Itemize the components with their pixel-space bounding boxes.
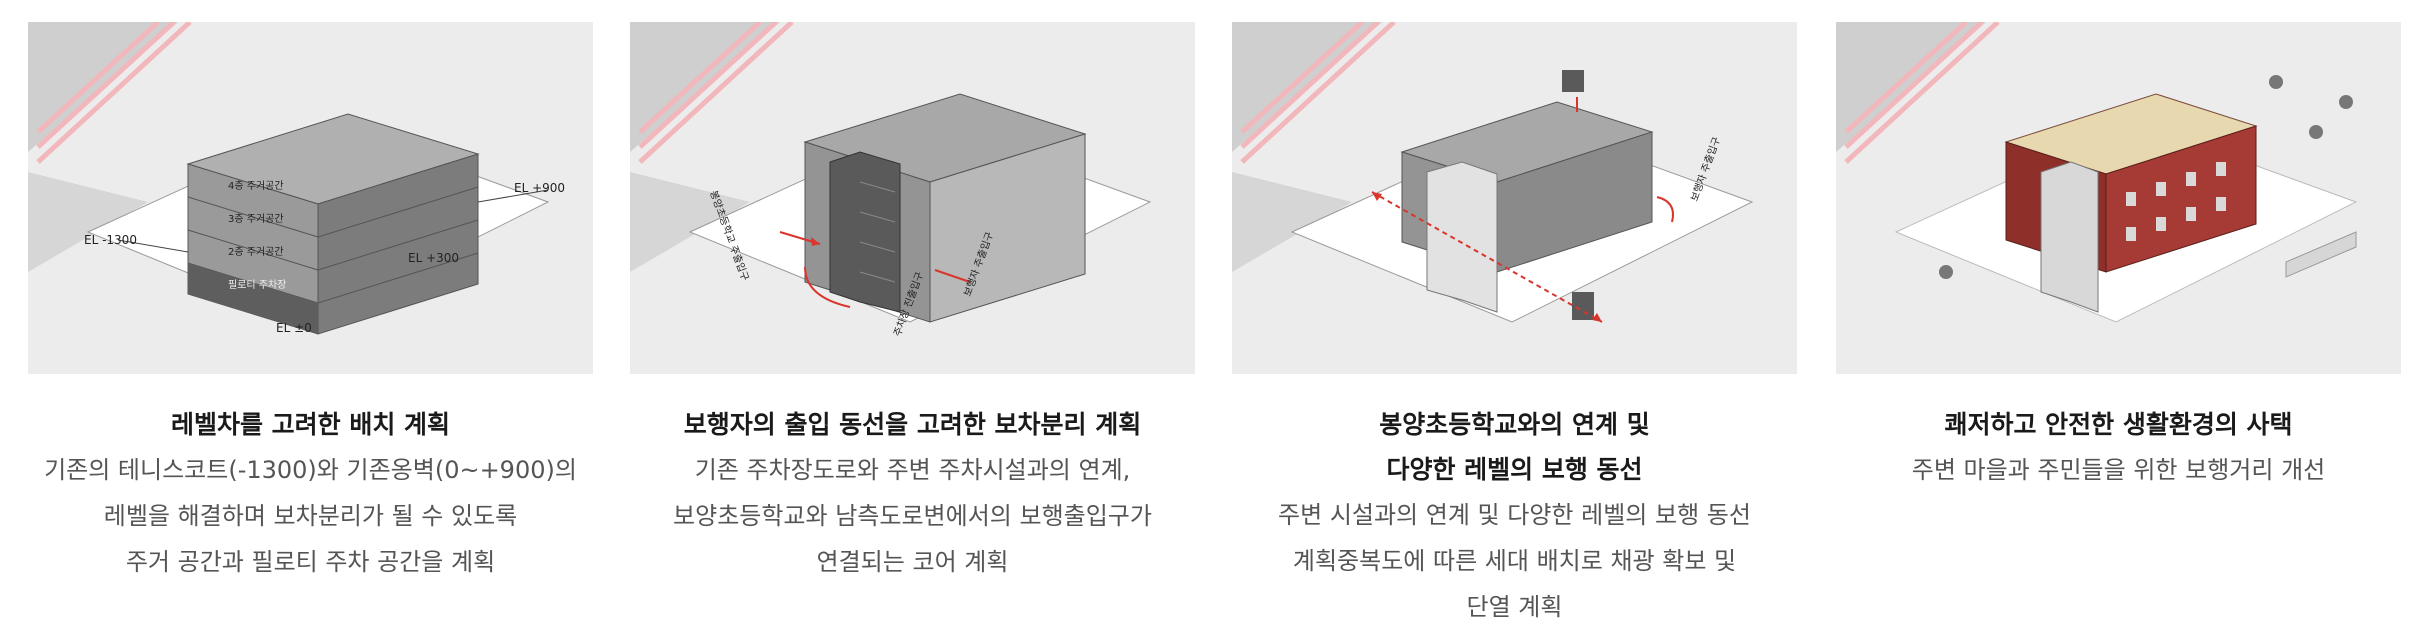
panel-school-connection: 보행자 주출입구 봉양초등학교와의 연계 및 다양한 레벨의 보행 동선 주변 … [1232, 22, 1797, 630]
panel-living-environment: 쾌저하고 안전한 생활환경의 사택 주변 마을과 주민들을 위한 보행거리 개선 [1836, 22, 2401, 493]
panel-description-line: 기존 주차장도로와 주변 주차시설과의 연계, [694, 456, 1131, 484]
panel-caption: 봉양초등학교와의 연계 및 다양한 레벨의 보행 동선 주변 시설과의 연계 및… [1232, 402, 1797, 630]
panel-level-planning: 4층 주거공간 3층 주거공간 2층 주거공간 필로티 주차장 EL -1300… [28, 22, 593, 585]
el-right-label: EL +900 [514, 181, 565, 195]
connection-flow-illustration: 보행자 주출입구 [1232, 22, 1797, 374]
panel-title: 봉양초등학교와의 연계 및 [1379, 410, 1650, 439]
panel-description-line: 단열 계획 [1466, 593, 1563, 621]
pedestrian-flow-illustration: 봉양초등학교 주출입구 주차장 진출입구 보행자 주출입구 [630, 22, 1195, 374]
panel-caption: 보행자의 출입 동선을 고려한 보차분리 계획 기존 주차장도로와 주변 주차시… [630, 402, 1195, 585]
el-left-label: EL -1300 [84, 233, 137, 247]
panel-pedestrian-separation: 봉양초등학교 주출입구 주차장 진출입구 보행자 주출입구 보행자의 출입 동선… [630, 22, 1195, 585]
panel-description-line: 연결되는 코어 계획 [816, 548, 1009, 576]
panel-description-line: 보양초등학교와 남측도로변에서의 보행출입구가 [673, 502, 1152, 530]
panel-description-line: 주변 시설과의 연계 및 다양한 레벨의 보행 동선 [1278, 501, 1751, 529]
panel-description-line: 기존의 테니스코트(-1300)와 기존옹벽(0~+900)의 [44, 456, 577, 484]
level-diagram-illustration: 4층 주거공간 3층 주거공간 2층 주거공간 필로티 주차장 EL -1300… [28, 22, 593, 374]
floor-3-label: 3층 주거공간 [228, 213, 284, 225]
panel-description-line: 계획중복도에 따른 세대 배치로 채광 확보 및 [1292, 547, 1737, 575]
el-mid-label: EL +300 [408, 251, 459, 265]
panel-description-line: 레벨을 해결하며 보차분리가 될 수 있도록 [103, 502, 518, 530]
panel-caption: 쾌저하고 안전한 생활환경의 사택 주변 마을과 주민들을 위한 보행거리 개선 [1836, 402, 2401, 493]
floor-4-label: 4층 주거공간 [228, 180, 284, 192]
panel-description-line: 주변 마을과 주민들을 위한 보행거리 개선 [1911, 456, 2326, 484]
rendered-building-illustration [1836, 22, 2401, 374]
panel-title: 보행자의 출입 동선을 고려한 보차분리 계획 [683, 410, 1142, 439]
panel-title: 쾌저하고 안전한 생활환경의 사택 [1944, 410, 2293, 439]
panel-description-line: 주거 공간과 필로티 주차 공간을 계획 [125, 548, 496, 576]
panel-caption: 레벨차를 고려한 배치 계획 기존의 테니스코트(-1300)와 기존옹벽(0~… [28, 402, 593, 585]
panel-title: 다양한 레벨의 보행 동선 [1386, 455, 1643, 484]
panel-title: 레벨차를 고려한 배치 계획 [170, 410, 451, 439]
pilotis-label: 필로티 주차장 [228, 279, 286, 291]
el-bottom-label: EL ±0 [276, 321, 312, 335]
floor-2-label: 2층 주거공간 [228, 246, 284, 258]
